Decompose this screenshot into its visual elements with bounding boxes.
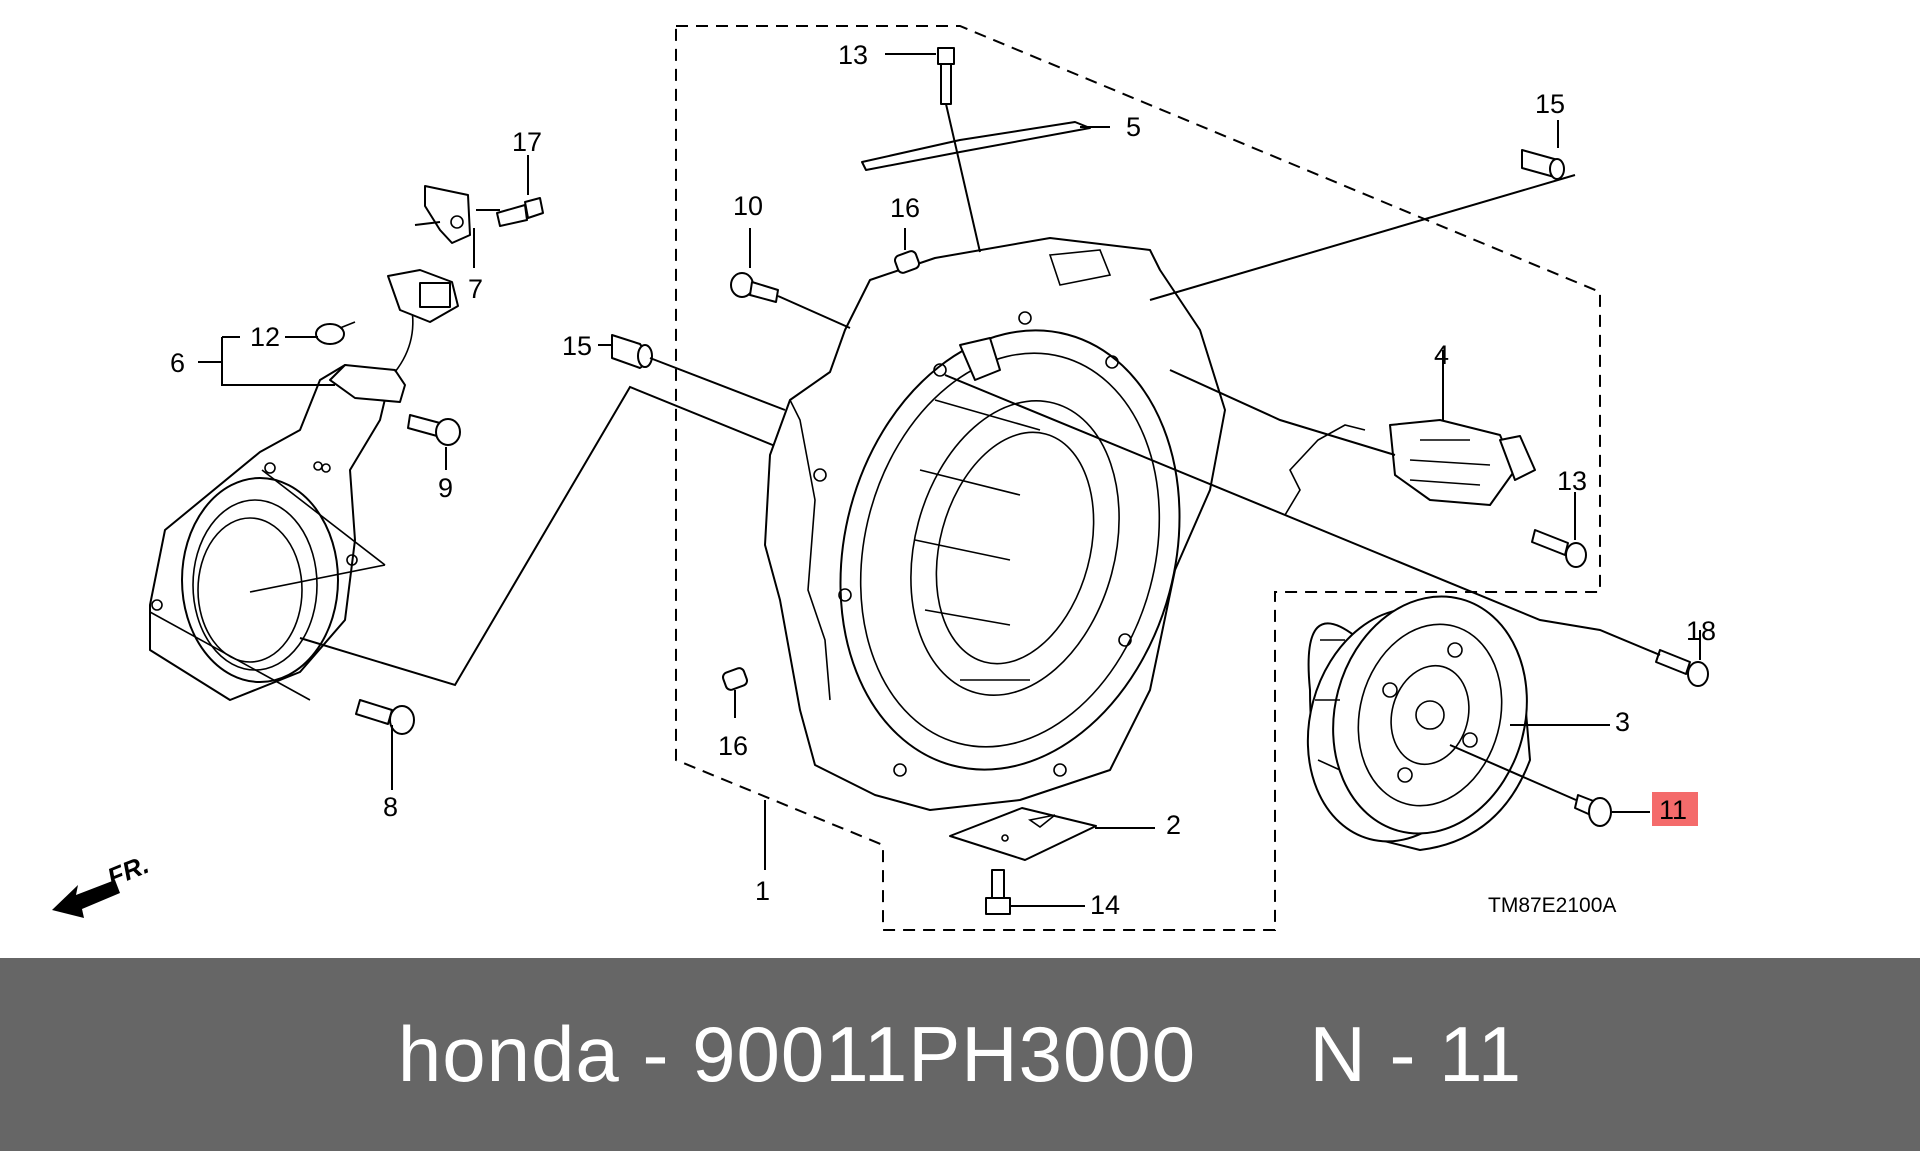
callout-6: 6 bbox=[170, 348, 185, 378]
spacer bbox=[1196, 1009, 1309, 1100]
assembly-boundary bbox=[675, 25, 1601, 931]
bolt bbox=[1574, 794, 1612, 827]
gasket bbox=[861, 121, 1091, 171]
dowel-pin bbox=[1521, 149, 1565, 180]
plate bbox=[949, 807, 1097, 861]
callout-16-bottom: 16 bbox=[718, 731, 748, 761]
callout-4: 4 bbox=[1434, 340, 1449, 370]
callout-13-right: 13 bbox=[1557, 466, 1587, 496]
front-direction-arrow: FR. bbox=[52, 849, 153, 918]
clip bbox=[315, 321, 356, 345]
ref-prefix: N bbox=[1309, 1010, 1367, 1098]
dowel-pin bbox=[611, 334, 653, 369]
ref-number: 11 bbox=[1439, 1010, 1523, 1098]
callout-16-top: 16 bbox=[890, 193, 920, 223]
bolt bbox=[937, 47, 955, 105]
dowel-pin bbox=[893, 250, 921, 274]
callout-2: 2 bbox=[1166, 810, 1181, 840]
rotor bbox=[1306, 595, 1531, 851]
callout-7: 7 bbox=[468, 274, 483, 304]
separator: - bbox=[1366, 1010, 1440, 1098]
callout-13-top: 13 bbox=[838, 40, 868, 70]
bolt bbox=[355, 699, 415, 735]
callout-14: 14 bbox=[1090, 890, 1120, 920]
callout-3: 3 bbox=[1615, 707, 1630, 737]
connector-harness bbox=[1284, 419, 1536, 516]
bolt bbox=[1531, 529, 1587, 568]
callout-1: 1 bbox=[755, 876, 770, 906]
sensor-harness bbox=[329, 269, 459, 403]
brand-name: honda bbox=[397, 1010, 620, 1098]
callout-15-right: 15 bbox=[1535, 89, 1565, 119]
callout-8: 8 bbox=[383, 792, 398, 822]
bolt bbox=[730, 272, 779, 303]
highlight-box bbox=[1652, 792, 1698, 826]
callout-9: 9 bbox=[438, 473, 453, 503]
callout-11: 11 bbox=[1659, 795, 1687, 825]
callout-5: 5 bbox=[1126, 112, 1141, 142]
bolt bbox=[407, 414, 461, 446]
callout-15-left: 15 bbox=[562, 331, 592, 361]
callout-18: 18 bbox=[1686, 616, 1716, 646]
bracket bbox=[424, 185, 471, 244]
dowel-pin bbox=[721, 667, 749, 691]
part-number: 90011PH3000 bbox=[692, 1010, 1197, 1098]
callout-12: 12 bbox=[250, 322, 280, 352]
part-info-footer: honda - 90011PH3000 N - 11 bbox=[0, 958, 1920, 1151]
parts-diagram: FR. 1 2 3 4 5 6 7 8 9 10 11 12 13 13 14 … bbox=[52, 25, 1716, 931]
end-cover-plate bbox=[149, 364, 391, 701]
motor-housing bbox=[764, 237, 1226, 811]
bolt bbox=[1655, 649, 1709, 687]
drawing-code: TM87E2100A bbox=[1488, 894, 1616, 917]
separator: - bbox=[619, 1010, 693, 1098]
callout-17: 17 bbox=[512, 127, 542, 157]
callout-10: 10 bbox=[733, 191, 763, 221]
bolt bbox=[985, 869, 1011, 915]
bolt bbox=[496, 197, 544, 227]
